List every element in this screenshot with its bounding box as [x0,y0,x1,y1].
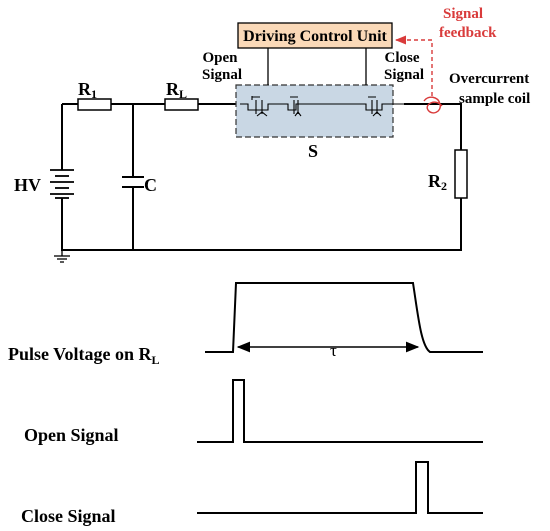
hv-label: HV [14,175,41,195]
signal-feedback-label-2: feedback [439,25,497,41]
switch-transistors [240,96,404,117]
waveforms: Pulse Voltage on RL τ Open Signal Close … [8,282,483,526]
tau-label: τ [330,341,337,360]
overcurrent-label-2: sample coil [459,91,530,107]
switch-s-box [235,84,394,138]
overcurrent-coil-icon [423,96,443,114]
open-signal-waveform [197,379,483,443]
resistor-r2 [454,149,468,199]
close-signal-label-2: Signal [384,67,424,83]
r2-label: R2 [428,171,447,193]
capacitor-c-icon [122,176,144,188]
signal-feedback-arrow [394,35,433,96]
pulse-voltage-waveform [205,282,483,353]
battery-hv-icon [50,169,74,199]
circuit: R1 RL R2 HV C [14,6,530,263]
open-signal-label-1: Open [202,50,238,66]
resistor-rl [164,98,199,111]
ground-icon [54,250,70,263]
circuit-wire-top-left [61,103,462,251]
pulse-voltage-label: Pulse Voltage on RL [8,344,160,367]
resistor-r1 [77,98,112,111]
close-signal-waveform [197,461,483,514]
r1-label: R1 [78,79,97,101]
overcurrent-label-1: Overcurrent [449,71,529,87]
rl-label: RL [166,79,187,101]
driving-control-unit [237,22,393,49]
close-signal-label-1: Close [385,50,420,66]
open-signal-label: Open Signal [24,425,119,445]
switch-s-label: S [308,141,318,161]
open-signal-label-2: Signal [202,67,242,83]
c-label: C [144,175,157,195]
close-signal-label: Close Signal [21,506,116,526]
driving-control-unit-label: Driving Control Unit [243,28,387,45]
signal-feedback-label-1: Signal [443,6,483,22]
